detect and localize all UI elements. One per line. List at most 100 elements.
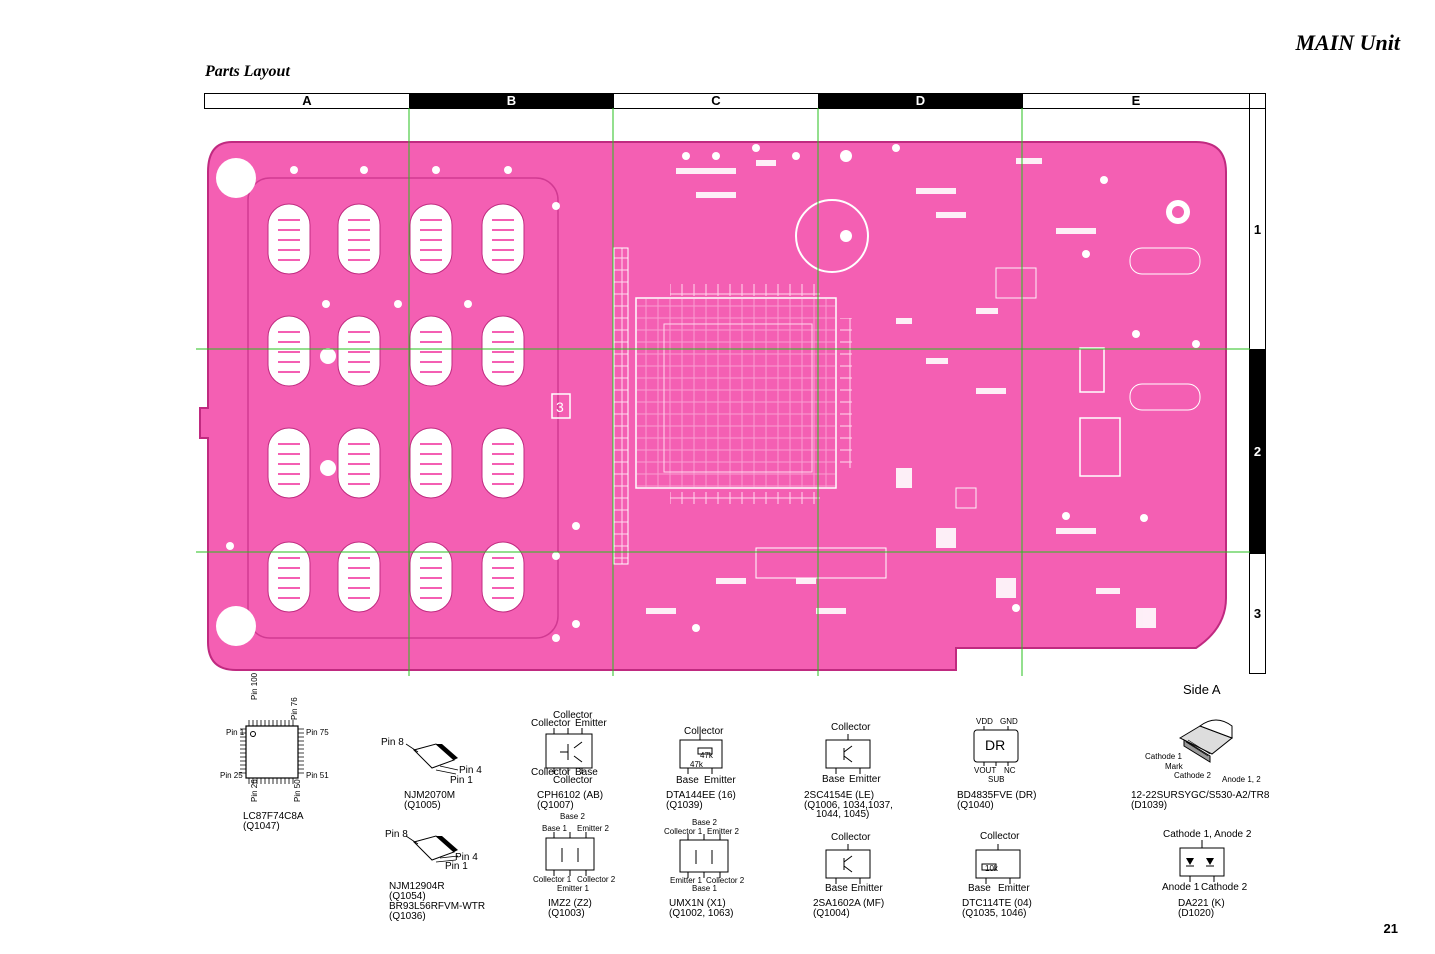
imz2-term-emitter-1: Emitter 1 xyxy=(557,884,590,893)
bd4835-part-name: BD4835FVE (DR) xyxy=(957,790,1037,801)
qfp-pin-50: Pin 50 xyxy=(293,779,302,802)
njm12904-line-2: (Q1054) xyxy=(389,891,426,902)
imz2-package-diagram xyxy=(545,832,595,876)
side-label: Side A xyxy=(1183,682,1221,697)
qfp-part-ref: (Q1047) xyxy=(243,821,280,832)
qfp-pin-75: Pin 75 xyxy=(306,728,329,737)
umx1n-part-name: UMX1N (X1) xyxy=(669,898,726,909)
column-header-d: D xyxy=(818,93,1023,109)
cph6102-part-name: CPH6102 (AB) xyxy=(537,790,604,801)
da221-term-top: Cathode 1, Anode 2 xyxy=(1163,829,1252,840)
imz2-term-base-2: Base 2 xyxy=(560,812,585,821)
njm2070-part-ref: (Q1005) xyxy=(404,800,441,811)
dta144ee-package-diagram xyxy=(679,734,723,774)
dtc114-package-diagram xyxy=(975,844,1021,884)
umx1n-term-collector-1: Collector 1 xyxy=(664,827,703,836)
cph6102-term-collector-left: Collector xyxy=(531,718,571,729)
dtc114-part-ref: (Q1035, 1046) xyxy=(962,908,1027,919)
sa1602-package-diagram xyxy=(825,844,871,884)
njm12904-line-1: NJM12904R xyxy=(389,881,445,892)
section-title: Parts Layout xyxy=(205,63,290,80)
njm2070-pin-4: Pin 4 xyxy=(459,765,482,776)
cph6102-term-base: Base xyxy=(575,767,598,778)
row-header-3: 3 xyxy=(1249,553,1266,674)
led-part-name: 12-22SURSYGC/S530-A2/TR8 xyxy=(1131,790,1270,801)
page-number: 21 xyxy=(1383,921,1398,936)
imz2-term-emitter-2: Emitter 2 xyxy=(577,824,610,833)
cph6102-term-collector-top: Collector xyxy=(553,710,593,721)
dta144ee-term-47k-b: 47k xyxy=(690,760,703,769)
njm2070-part-name: NJM2070M xyxy=(404,790,456,801)
column-header-b: B xyxy=(409,93,614,109)
dtc114-term-10k: 10k xyxy=(985,864,998,873)
bd4835-term-gnd: GND xyxy=(1000,717,1018,726)
dta144ee-term-emitter: Emitter xyxy=(704,775,736,786)
njm2070-pin-8: Pin 8 xyxy=(381,737,404,748)
da221-term-anode-1: Anode 1 xyxy=(1162,882,1200,893)
umx1n-term-emitter-2: Emitter 2 xyxy=(707,827,740,836)
qfp-pin-51: Pin 51 xyxy=(306,771,329,780)
bd4835-marking: DR xyxy=(985,737,1006,753)
qfp-pin-1: Pin 1 xyxy=(226,728,245,737)
umx1n-term-collector-2: Collector 2 xyxy=(706,876,745,885)
sc4154e-package-diagram xyxy=(825,734,871,774)
bd4835-term-sub: SUB xyxy=(988,775,1005,784)
umx1n-term-emitter-1: Emitter 1 xyxy=(670,876,703,885)
bd4835-term-nc: NC xyxy=(1004,766,1016,775)
column-header-e: E xyxy=(1022,93,1250,109)
sa1602-term-base: Base xyxy=(825,883,848,894)
led-term-cathode-1: Cathode 1 xyxy=(1145,752,1182,761)
sc4154e-part-ref: (Q1006, 1034,1037, xyxy=(804,800,893,811)
sa1602-part-ref: (Q1004) xyxy=(813,908,850,919)
njm2070-pin-1: Pin 1 xyxy=(450,775,473,786)
imz2-term-collector-2: Collector 2 xyxy=(577,875,616,884)
cph6102-part-ref: (Q1007) xyxy=(537,800,574,811)
svg-text:3: 3 xyxy=(556,399,564,415)
sop8-package-diagram xyxy=(405,743,459,775)
imz2-term-collector-1: Collector 1 xyxy=(533,875,572,884)
dta144ee-term-collector: Collector xyxy=(684,726,724,737)
njm12904-pin-8: Pin 8 xyxy=(385,829,408,840)
corner-cell xyxy=(1249,93,1266,109)
sc4154e-term-base: Base xyxy=(822,774,845,785)
njm12904-pin-4: Pin 4 xyxy=(455,852,478,863)
imz2-part-name: IMZ2 (Z2) xyxy=(548,898,592,909)
led-term-anode: Anode 1, 2 xyxy=(1222,775,1261,784)
imz2-term-base-1: Base 1 xyxy=(542,824,567,833)
qfp-pin-26: Pin 26 xyxy=(250,779,259,802)
column-header-a: A xyxy=(204,93,410,109)
led-term-mark: Mark xyxy=(1165,762,1183,771)
umx1n-part-ref: (Q1002, 1063) xyxy=(669,908,734,919)
dta144ee-part-name: DTA144EE (16) xyxy=(666,790,736,801)
dta144ee-term-47k-a: 47k xyxy=(700,751,713,760)
dta144ee-part-ref: (Q1039) xyxy=(666,800,703,811)
led-package-diagram xyxy=(1178,719,1233,763)
cph6102-term-emitter: Emitter xyxy=(575,718,607,729)
bd4835-package-diagram xyxy=(973,726,1019,766)
da221-package-diagram xyxy=(1179,840,1225,882)
qfp-pin-76: Pin 76 xyxy=(290,697,299,720)
unit-title: MAIN Unit xyxy=(1295,30,1400,55)
umx1n-package-diagram xyxy=(679,834,729,878)
cph6102-term-collector-foot: Collector xyxy=(553,775,593,786)
dta144ee-term-base: Base xyxy=(676,775,699,786)
njm12904-line-4: (Q1036) xyxy=(389,911,426,922)
led-part-ref: (D1039) xyxy=(1131,800,1168,811)
dtc114-term-base: Base xyxy=(968,883,991,894)
njm12904-pin-1: Pin 1 xyxy=(445,861,468,872)
dtc114-part-name: DTC114TE (04) xyxy=(962,898,1032,909)
sc4154e-term-collector: Collector xyxy=(831,722,871,733)
imz2-part-ref: (Q1003) xyxy=(548,908,585,919)
dtc114-term-emitter: Emitter xyxy=(998,883,1030,894)
sa1602-part-name: 2SA1602A (MF) xyxy=(813,898,885,909)
bd4835-term-vout: VOUT xyxy=(974,766,997,775)
njm12904-line-3: BR93L56RFVM-WTR xyxy=(389,901,486,912)
umx1n-term-base-1: Base 1 xyxy=(692,884,717,893)
cph6102-package-diagram xyxy=(545,728,593,774)
dtc114-term-collector: Collector xyxy=(980,831,1020,842)
qfp-part-name: LC87F74C8A xyxy=(243,811,304,822)
umx1n-term-base-2: Base 2 xyxy=(692,818,717,827)
column-header-c: C xyxy=(613,93,819,109)
qfp-pin-100: Pin 100 xyxy=(250,672,259,700)
sc4154e-part-name: 2SC4154E (LE) xyxy=(804,790,875,801)
